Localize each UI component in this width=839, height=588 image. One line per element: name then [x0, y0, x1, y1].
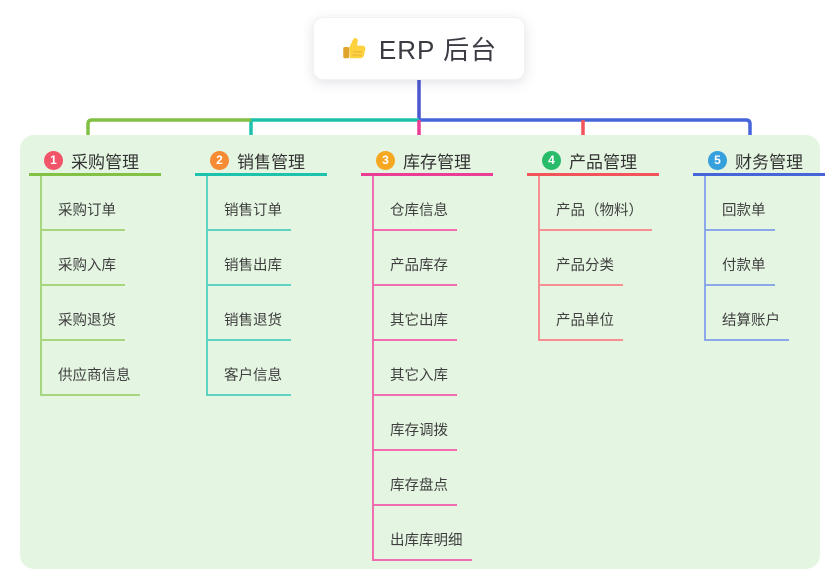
branch-title: 产品管理	[569, 152, 637, 172]
branch-3-header: 3 库存管理	[361, 147, 493, 176]
child-node: 付款单	[704, 254, 775, 286]
child-node: 客户信息	[206, 364, 291, 396]
child-row: 付款单	[704, 231, 789, 286]
child-node: 其它出库	[372, 309, 457, 341]
child-row: 产品单位	[538, 286, 652, 341]
child-row: 仓库信息	[372, 176, 472, 231]
child-row: 产品分类	[538, 231, 652, 286]
child-node: 库存调拨	[372, 419, 457, 451]
child-node: 采购退货	[40, 309, 125, 341]
child-node: 回款单	[704, 199, 775, 231]
branch-number-badge: 4	[542, 150, 561, 170]
branch-1-children: 采购订单采购入库采购退货供应商信息	[40, 176, 140, 396]
child-row: 产品库存	[372, 231, 472, 286]
branch-number-badge: 3	[376, 150, 395, 170]
branch-3-children: 仓库信息产品库存其它出库其它入库库存调拨库存盘点出库库明细	[372, 176, 472, 561]
child-node: 采购订单	[40, 199, 125, 231]
child-row: 采购入库	[40, 231, 140, 286]
thumbs-up-icon	[341, 35, 368, 62]
branch-2-children: 销售订单销售出库销售退货客户信息	[206, 176, 291, 396]
branch-title: 采购管理	[71, 152, 139, 172]
branches-panel: 1 采购管理采购订单采购入库采购退货供应商信息 2 销售管理销售订单销售出库销售退货客…	[20, 135, 825, 569]
branch-title: 财务管理	[735, 152, 803, 172]
branch-children-connector	[704, 176, 706, 340]
child-row: 其它出库	[372, 286, 472, 341]
root-node: ERP 后台	[313, 17, 525, 80]
child-node: 产品分类	[538, 254, 623, 286]
branch-5-header: 5 财务管理	[693, 147, 825, 176]
child-node: 销售出库	[206, 254, 291, 286]
child-row: 出库库明细	[372, 506, 472, 561]
branch-5-children: 回款单付款单结算账户	[704, 176, 789, 341]
child-row: 其它入库	[372, 341, 472, 396]
branch-number-badge: 2	[210, 150, 229, 170]
child-row: 库存盘点	[372, 451, 472, 506]
child-node: 结算账户	[704, 309, 789, 341]
branch-2-header: 2 销售管理	[195, 147, 327, 176]
branch-4-header: 4 产品管理	[527, 147, 659, 176]
child-row: 销售退货	[206, 286, 291, 341]
child-node: 出库库明细	[372, 529, 472, 561]
branch-1-header: 1 采购管理	[29, 147, 161, 176]
child-row: 供应商信息	[40, 341, 140, 396]
child-row: 回款单	[704, 176, 789, 231]
child-node: 产品库存	[372, 254, 457, 286]
child-row: 销售出库	[206, 231, 291, 286]
child-row: 客户信息	[206, 341, 291, 396]
child-row: 采购订单	[40, 176, 140, 231]
branch-4-children: 产品（物料） 产品分类产品单位	[538, 176, 652, 341]
child-node: 销售订单	[206, 199, 291, 231]
branch-children-connector	[206, 176, 208, 395]
child-node: 其它入库	[372, 364, 457, 396]
branch-title: 库存管理	[403, 152, 471, 172]
branch-title: 销售管理	[237, 152, 305, 172]
branch-children-connector	[538, 176, 540, 340]
child-row: 销售订单	[206, 176, 291, 231]
branch-children-connector	[40, 176, 42, 395]
child-node: 产品单位	[538, 309, 623, 341]
child-row: 结算账户	[704, 286, 789, 341]
child-node: 库存盘点	[372, 474, 457, 506]
child-row: 库存调拨	[372, 396, 472, 451]
child-node: 采购入库	[40, 254, 125, 286]
branch-children-connector	[372, 176, 374, 560]
child-node: 供应商信息	[40, 364, 140, 396]
branch-number-badge: 5	[708, 150, 727, 170]
child-node: 仓库信息	[372, 199, 457, 231]
root-title: ERP 后台	[378, 35, 498, 65]
child-node: 销售退货	[206, 309, 291, 341]
branch-number-badge: 1	[44, 150, 63, 170]
child-node: 产品（物料）	[538, 199, 652, 231]
child-row: 产品（物料）	[538, 176, 652, 231]
child-row: 采购退货	[40, 286, 140, 341]
